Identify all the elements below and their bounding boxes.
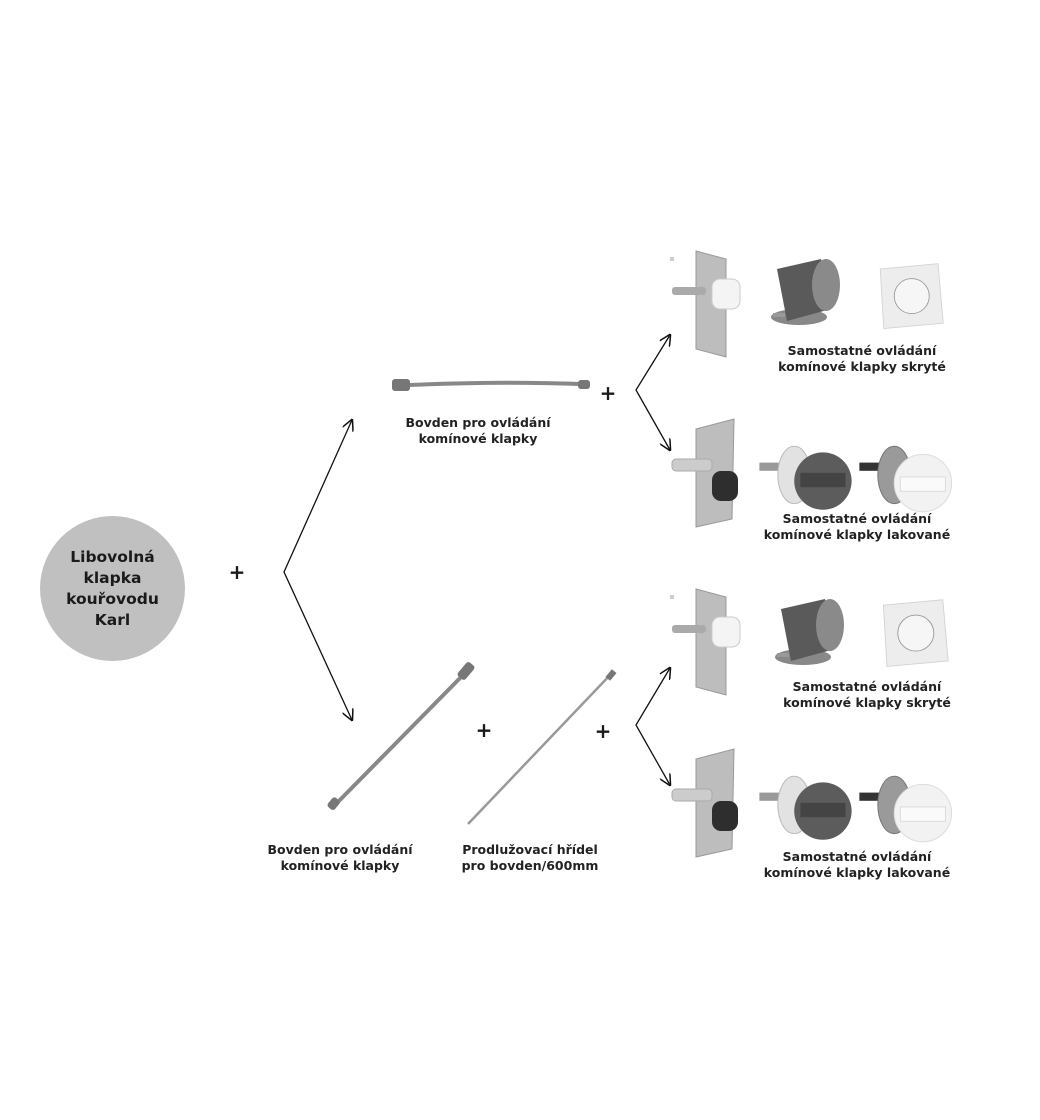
- label-line: Bovden pro ovládání: [267, 842, 413, 857]
- option-hidden-label: Samostatné ovládání komínové klapky skry…: [778, 343, 946, 375]
- plus-sign: +: [228, 560, 246, 584]
- split-arrow-top: [635, 335, 670, 450]
- hidden-control-cover-image: [879, 263, 944, 329]
- option-painted-label: Samostatné ovládání komínové klapky lako…: [764, 511, 950, 543]
- extension-shaft-image: [467, 669, 617, 825]
- bowden-bottom-label: Bovden pro ovládání komínové klapky: [267, 842, 412, 874]
- hidden-control-cover-image: [882, 599, 949, 667]
- option-hidden-label: Samostatné ovládání komínové klapky skry…: [783, 679, 951, 711]
- label-line: Samostatné ovládání: [782, 849, 932, 864]
- hidden-control-drum-image: [771, 259, 840, 325]
- label-line: Samostatné ovládání: [792, 679, 942, 694]
- label-line: Prodlužovací hřídel: [462, 842, 598, 857]
- label-line: pro bovden/600mm: [461, 858, 599, 873]
- bowden-cable-bottom-image: [327, 662, 475, 810]
- label-line: Samostatné ovládání: [787, 343, 937, 358]
- option-painted-label: Samostatné ovládání komínové klapky lako…: [764, 849, 950, 881]
- source-node-label: Libovolná klapka kouřovodu Karl: [66, 547, 159, 629]
- label-line: komínové klapky skryté: [783, 695, 951, 710]
- bowden-cable-top-image: [392, 379, 590, 391]
- plus-sign: +: [475, 718, 493, 742]
- label-line: komínové klapky: [418, 431, 538, 446]
- split-arrow-main: [283, 420, 352, 720]
- label-line: komínové klapky lakované: [763, 865, 951, 880]
- label-line: Samostatné ovládání: [782, 511, 932, 526]
- painted-control-white-knob-image: [858, 775, 953, 843]
- hidden-control-plate-image: [669, 250, 741, 358]
- hidden-control-plate-image: [669, 588, 741, 696]
- plus-sign: +: [599, 381, 617, 405]
- hidden-control-drum-image: [775, 599, 844, 665]
- painted-control-dark-knob-image: [758, 775, 853, 841]
- painted-control-dark-knob-image: [758, 445, 853, 511]
- label-line: komínové klapky skryté: [778, 359, 946, 374]
- bowden-top-label: Bovden pro ovládání komínové klapky: [405, 415, 550, 447]
- label-line: komínové klapky: [280, 858, 400, 873]
- label-line: Bovden pro ovládání: [405, 415, 551, 430]
- painted-control-plate-image: [671, 418, 739, 528]
- shaft-label: Prodlužovací hřídel pro bovden/600mm: [462, 842, 599, 874]
- plus-sign: +: [594, 719, 612, 743]
- split-arrow-bottom: [635, 668, 670, 785]
- painted-control-plate-image: [671, 748, 739, 858]
- painted-control-white-knob-image: [858, 445, 953, 513]
- source-node-damper: Libovolná klapka kouřovodu Karl: [40, 516, 185, 661]
- label-line: komínové klapky lakované: [763, 527, 951, 542]
